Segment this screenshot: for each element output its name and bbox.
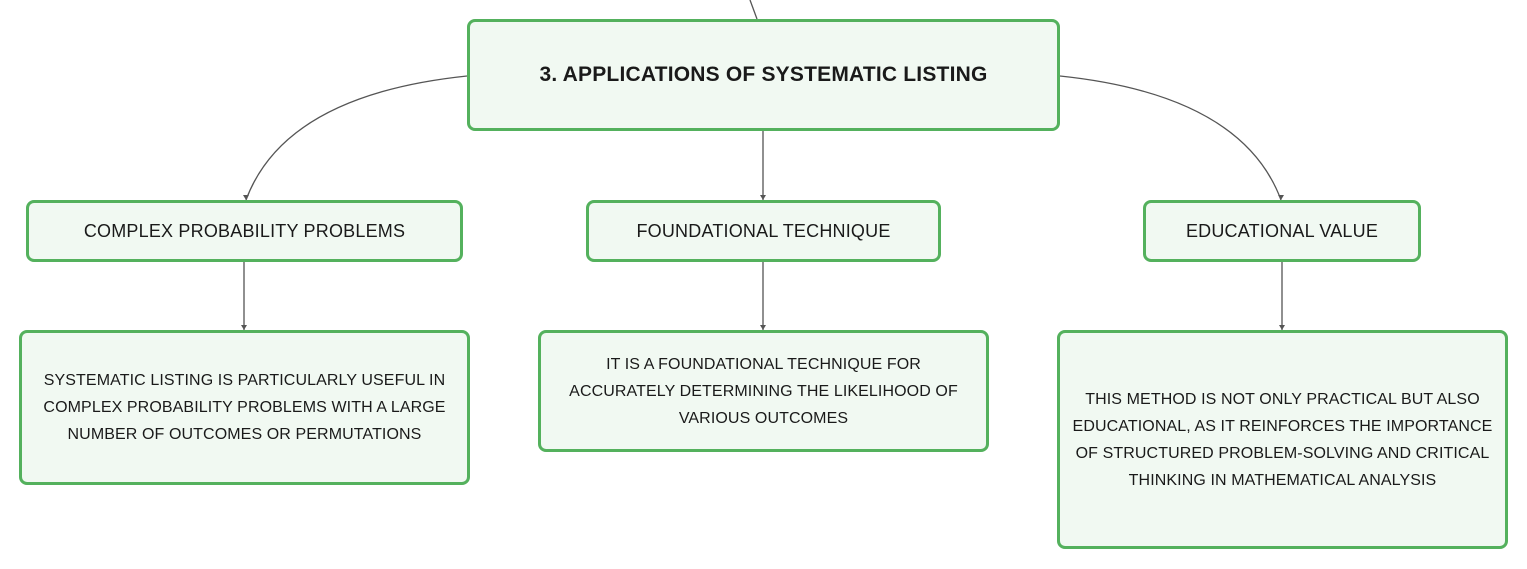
root-topic-label: 3. APPLICATIONS OF SYSTEMATIC LISTING [539, 63, 988, 86]
arrowhead [1279, 325, 1285, 330]
connector-root-to-educational-value [1059, 75, 1282, 201]
detail-text: THIS METHOD IS NOT ONLY PRACTICAL BUT AL… [1072, 390, 1493, 489]
arrowhead [1278, 195, 1284, 200]
branch-node-educational-value[interactable]: EDUCATIONAL VALUE [1143, 200, 1421, 262]
arrowhead [243, 195, 249, 200]
connector-root-to-complex-probability [245, 75, 468, 201]
root-topic-node[interactable]: 3. APPLICATIONS OF SYSTEMATIC LISTING [467, 19, 1060, 131]
detail-node-complex-probability-problems[interactable]: SYSTEMATIC LISTING IS PARTICULARLY USEFU… [19, 330, 470, 485]
incoming-connector [749, 0, 758, 20]
branch-node-complex-probability-problems[interactable]: COMPLEX PROBABILITY PROBLEMS [26, 200, 463, 262]
branch-label: COMPLEX PROBABILITY PROBLEMS [83, 220, 406, 241]
branch-node-foundational-technique[interactable]: FOUNDATIONAL TECHNIQUE [586, 200, 941, 262]
branch-label: EDUCATIONAL VALUE [1185, 220, 1379, 241]
arrowhead [241, 325, 247, 330]
detail-text: IT IS A FOUNDATIONAL TECHNIQUE FOR ACCUR… [569, 355, 958, 427]
arrowhead [760, 325, 766, 330]
branch-label: FOUNDATIONAL TECHNIQUE [636, 220, 891, 241]
arrowhead [760, 195, 766, 200]
detail-text: SYSTEMATIC LISTING IS PARTICULARLY USEFU… [43, 372, 446, 443]
detail-node-foundational-technique[interactable]: IT IS A FOUNDATIONAL TECHNIQUE FOR ACCUR… [538, 330, 989, 452]
detail-node-educational-value[interactable]: THIS METHOD IS NOT ONLY PRACTICAL BUT AL… [1057, 330, 1508, 549]
